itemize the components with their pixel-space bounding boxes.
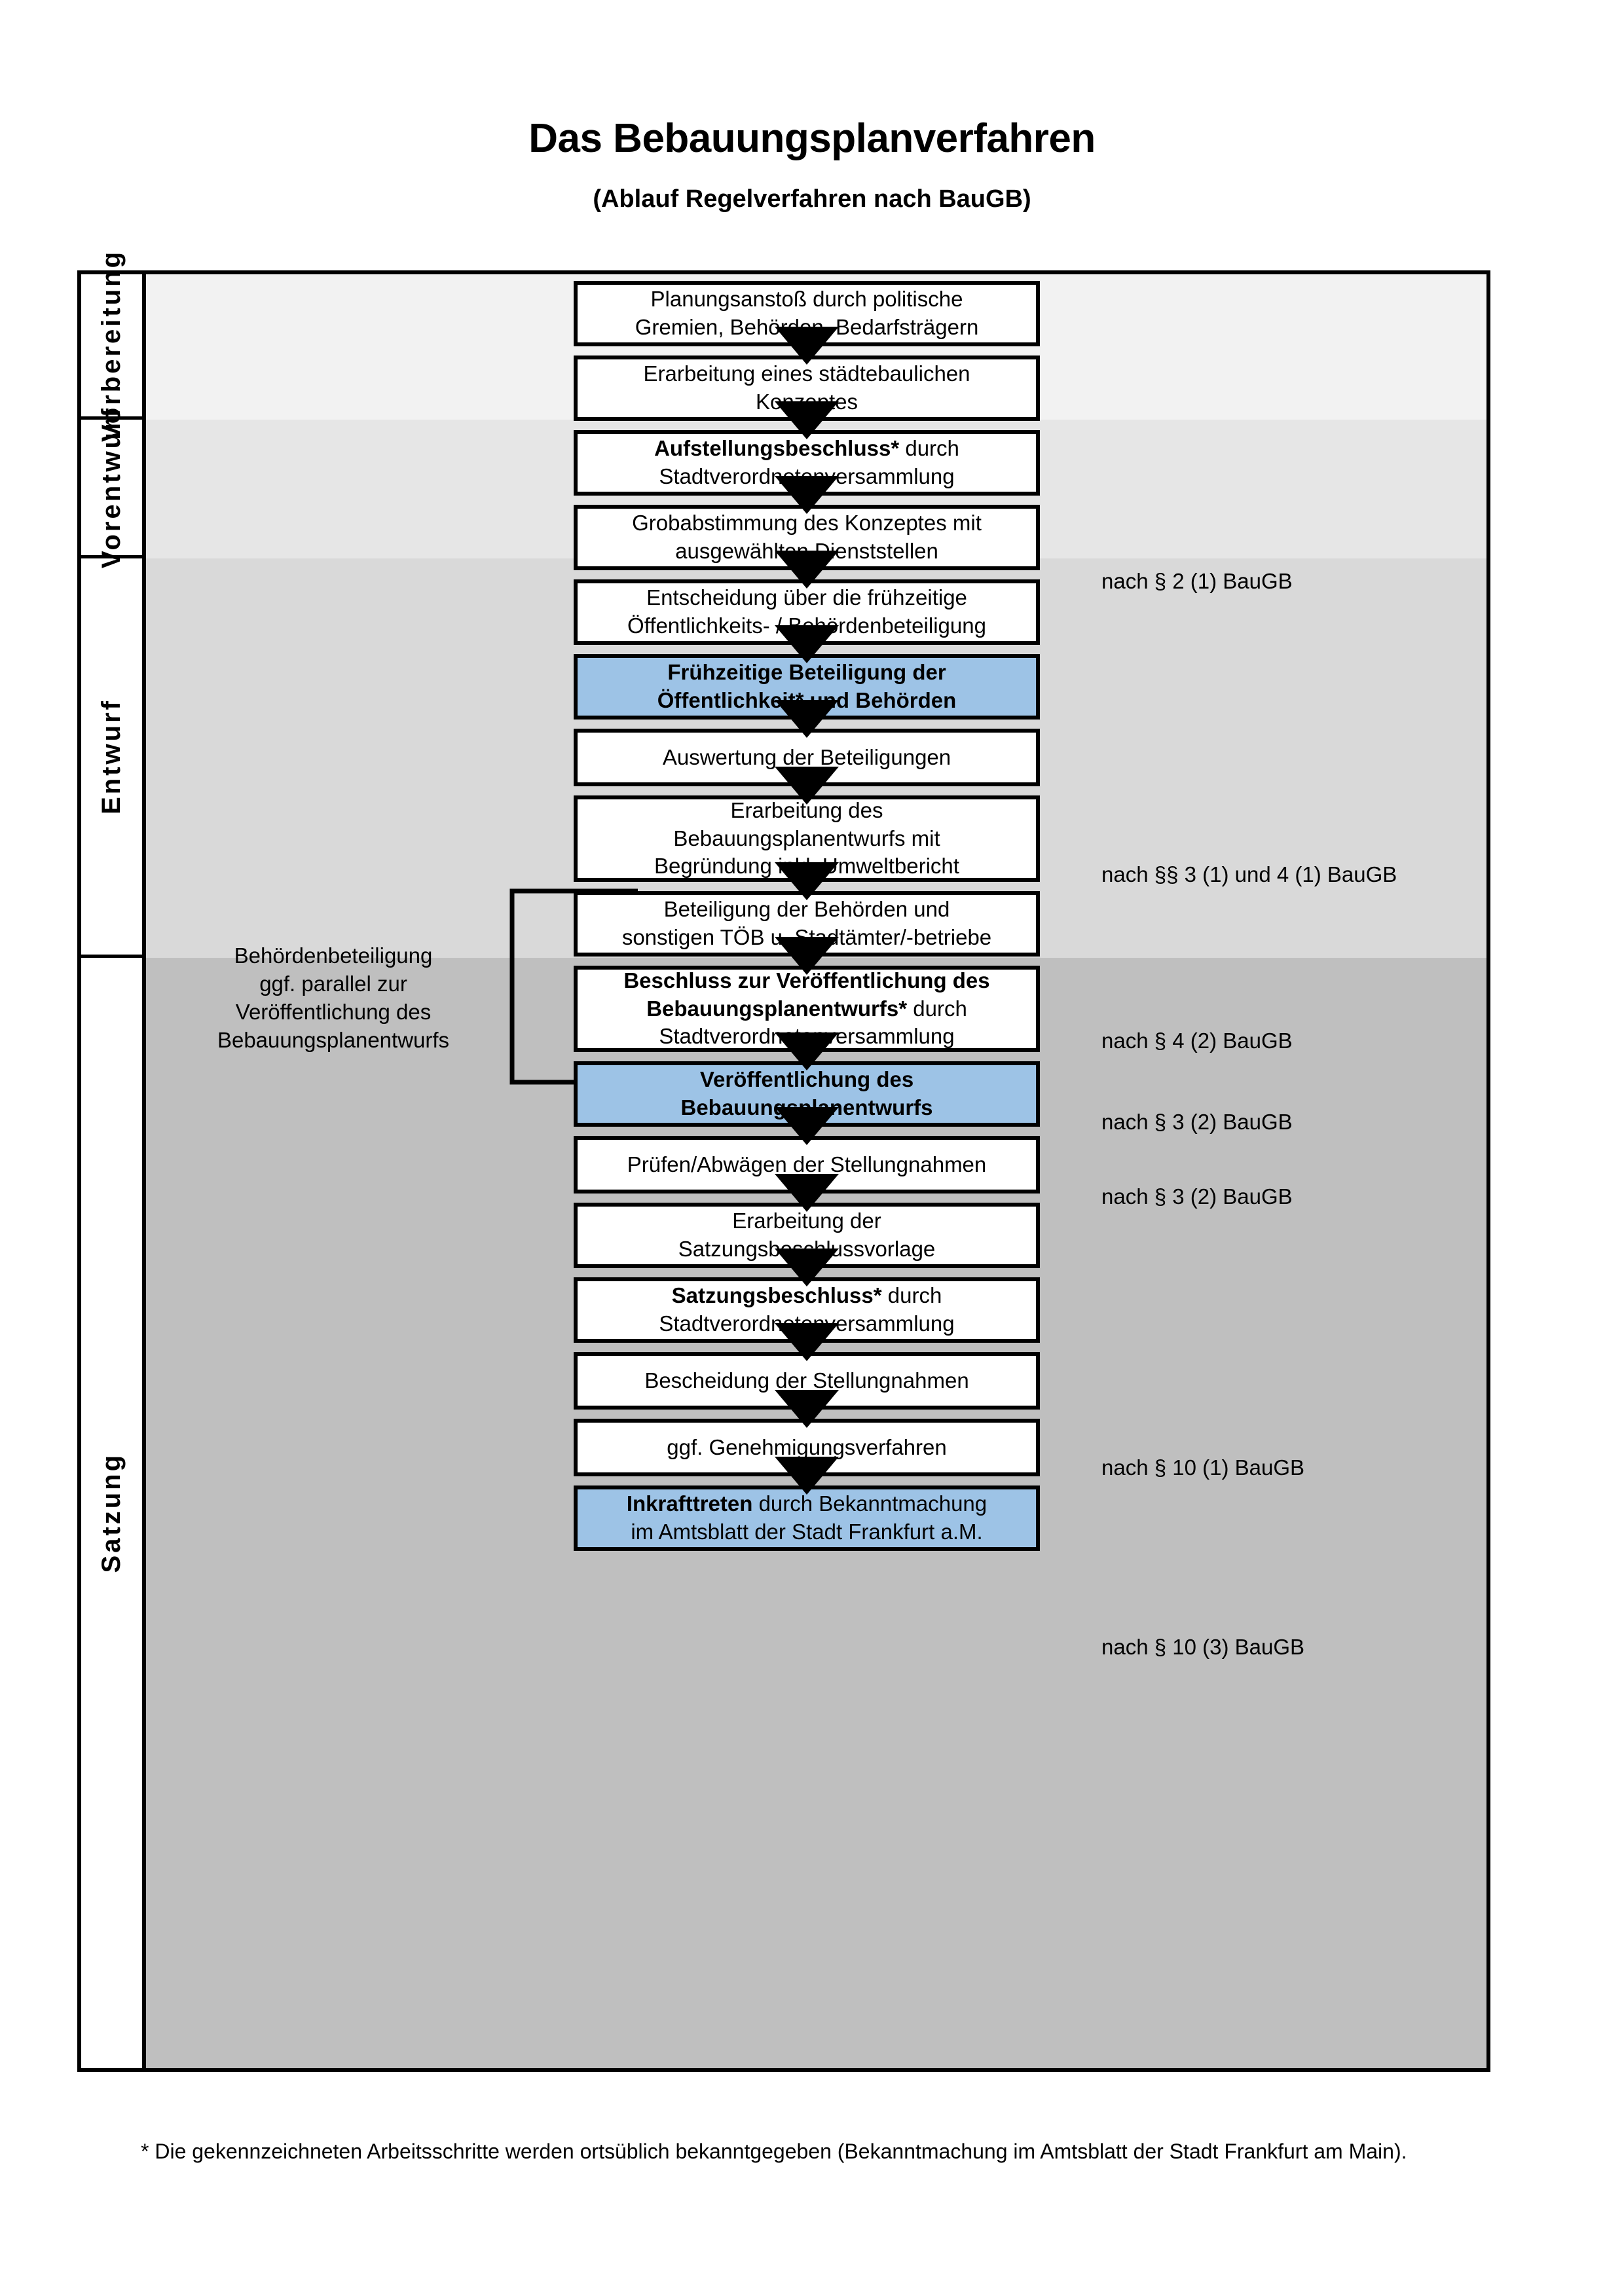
flow-arrow-down: [775, 1323, 839, 1361]
phase-cell-vorbereitung: Vorbereitung: [81, 249, 142, 441]
flow-arrow-down: [775, 1457, 839, 1495]
page-subtitle: (Ablauf Regelverfahren nach BauGB): [593, 185, 1031, 213]
flow-step-text-suffix: durch: [899, 436, 959, 461]
flow-step-line: Bebauungsplanentwurfs mit: [584, 825, 1029, 853]
phase-label-satzung: Satzung: [97, 1453, 126, 1573]
flow-step-line: Prüfen/Abwägen der Stellungnahmen: [584, 1151, 1029, 1179]
flow-step-text: ggf. Genehmigungsverfahren: [667, 1434, 947, 1459]
flow-step-text: Bebauungsplanentwurfs mit: [673, 826, 940, 850]
flow-arrow-down: [775, 700, 839, 738]
flow-step-text: Bescheidung der Stellungnahmen: [644, 1368, 969, 1393]
flow-step-text: Bebauungsplanentwurfs*: [646, 996, 908, 1021]
flow-step-text: Entscheidung über die frühzeitige: [646, 585, 967, 610]
page-title: Das Bebauungsplanverfahren: [528, 116, 1096, 161]
side-note-line: Veröffentlichung des: [235, 999, 432, 1024]
side-note-line: Bebauungsplanentwurfs: [217, 1027, 450, 1052]
flow-step-line: Bescheidung der Stellungnahmen: [584, 1367, 1029, 1395]
flowchart-frame: Vorbereitung Vorentwurf Entwurf Satzung …: [77, 249, 1490, 2072]
flow-step-line: Beteiligung der Behörden und: [584, 896, 1029, 924]
flow-arrow-down: [775, 551, 839, 589]
phase-cell-satzung: Satzung: [81, 958, 142, 2068]
flow-step-text: im Amtsblatt der Stadt Frankfurt a.M.: [631, 1520, 983, 1544]
flow-step-text: Prüfen/Abwägen der Stellungnahmen: [627, 1152, 987, 1176]
flow-arrow-down: [775, 401, 839, 439]
flow-step-line: Planungsanstoß durch politische: [584, 285, 1029, 314]
flow-step-text: Grobabstimmung des Konzeptes mit: [632, 511, 982, 536]
flow-step-text: Erarbeitung der: [732, 1209, 881, 1233]
flow-step-line: Bebauungsplanentwurfs* durch: [584, 995, 1029, 1023]
flow-step-line: Satzungsbeschluss* durch: [584, 1282, 1029, 1310]
flow-step-text: Veröffentlichung des: [699, 1067, 914, 1092]
flow-step-line: Veröffentlichung des: [584, 1066, 1029, 1094]
flow-arrow-down: [775, 1390, 839, 1428]
flow-step-line: Entscheidung über die frühzeitige: [584, 584, 1029, 612]
phase-column: Vorbereitung Vorentwurf Entwurf Satzung: [81, 249, 146, 2068]
flow-arrow-down: [775, 937, 839, 975]
flow-step-line: Frühzeitige Beteiligung der: [584, 659, 1029, 687]
flow-arrow-down: [775, 862, 839, 900]
flow-step-text: Inkrafttreten: [626, 1491, 753, 1516]
phase-label-vorentwurf: Vorentwurf: [97, 406, 126, 569]
flow-step-text: Aufstellungsbeschluss*: [654, 436, 900, 461]
flow-step-line: Erarbeitung eines städtebaulichen: [584, 360, 1029, 388]
flow-arrow-down: [775, 767, 839, 805]
legal-ref-ref-par10-3: nach § 10 (3) BauGB: [1101, 1635, 1305, 1659]
legal-ref-ref-par3-2a: nach § 3 (2) BauGB: [1101, 1110, 1293, 1134]
flow-arrow-down: [775, 1107, 839, 1145]
flow-step-text: Satzungsbeschluss*: [671, 1283, 882, 1308]
flow-arrow-down: [775, 1248, 839, 1286]
side-note-line: Behördenbeteiligung: [234, 943, 433, 968]
flow-step-line: im Amtsblatt der Stadt Frankfurt a.M.: [584, 1518, 1029, 1546]
flow-step-text: Beteiligung der Behörden und: [663, 897, 950, 922]
legal-ref-ref-par4-2: nach § 4 (2) BauGB: [1101, 1029, 1293, 1053]
flow-arrow-down: [775, 476, 839, 514]
flow-step-line: Aufstellungsbeschluss* durch: [584, 435, 1029, 463]
flow-step-line: Inkrafttreten durch Bekanntmachung: [584, 1490, 1029, 1518]
legal-ref-ref-par10-1: nach § 10 (1) BauGB: [1101, 1455, 1305, 1480]
phase-cell-entwurf: Entwurf: [81, 558, 142, 958]
flow-arrow-down: [775, 1032, 839, 1070]
flow-arrow-down: [775, 327, 839, 365]
phase-cell-vorentwurf: Vorentwurf: [81, 406, 142, 569]
legal-ref-ref-par3-4-1: nach §§ 3 (1) und 4 (1) BauGB: [1101, 862, 1397, 886]
flow-step-text-suffix: durch Bekanntmachung: [752, 1491, 987, 1516]
flow-step-line: ggf. Genehmigungsverfahren: [584, 1434, 1029, 1462]
legal-ref-ref-par3-2b: nach § 3 (2) BauGB: [1101, 1184, 1293, 1209]
flow-arrow-down: [775, 625, 839, 663]
flow-step-line: Erarbeitung der: [584, 1207, 1029, 1235]
flow-step-line: Grobabstimmung des Konzeptes mit: [584, 509, 1029, 538]
legal-ref-ref-par2-1: nach § 2 (1) BauGB: [1101, 569, 1293, 593]
title-block: Das Bebauungsplanverfahren (Ablauf Regel…: [0, 0, 1624, 213]
flow-step-text: Planungsanstoß durch politische: [650, 287, 963, 312]
flow-step-line: Auswertung der Beteiligungen: [584, 744, 1029, 772]
flow-step-text: Erarbeitung eines städtebaulichen: [643, 361, 970, 386]
flow-step-text: Auswertung der Beteiligungen: [662, 744, 951, 769]
side-note-line: ggf. parallel zur: [259, 971, 407, 996]
footnote: * Die gekennzeichneten Arbeitsschritte w…: [141, 2140, 1407, 2163]
flow-arrow-down: [775, 1174, 839, 1212]
phase-label-entwurf: Entwurf: [97, 699, 126, 814]
flow-step-text: Frühzeitige Beteiligung der: [667, 660, 946, 685]
flow-step-text-suffix: durch: [907, 996, 967, 1021]
flow-step-text-suffix: durch: [881, 1283, 942, 1308]
